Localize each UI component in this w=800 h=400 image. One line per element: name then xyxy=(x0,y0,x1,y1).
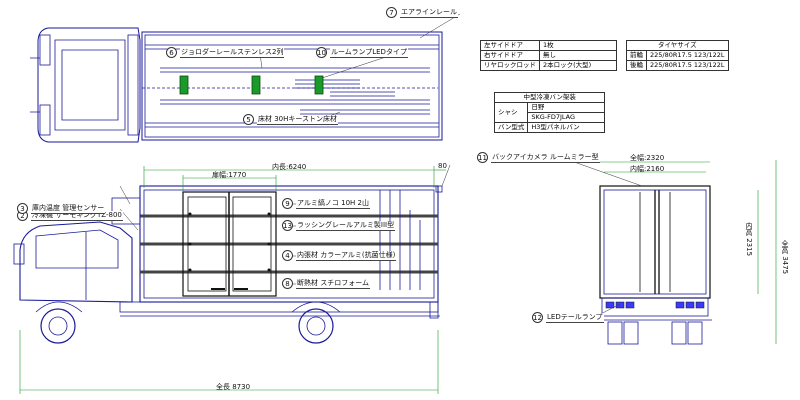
row-label: シャシ xyxy=(493,102,529,123)
callout-number: 10 xyxy=(316,47,327,58)
callout-label: LEDテールランプ xyxy=(546,312,604,323)
table-row: 前輪 225/80R17.5 123/122L xyxy=(626,50,729,61)
table-row: 後輪 225/80R17.5 123/122L xyxy=(626,60,729,71)
row-value: 2本ロック(大型) xyxy=(539,60,617,71)
callout-10: 10 ルームランプLEDタイプ xyxy=(316,47,408,58)
spec-table-doors: 左サイドドア 1枚 右サイドドア 無し リヤロックロッド 2本ロック(大型) xyxy=(480,40,617,71)
row-value: 1枚 xyxy=(539,40,617,51)
callout-9: 9 アルミ縞ノコ 10H 2山 xyxy=(282,198,371,209)
callout-label: バックアイカメラ ルームミラー型 xyxy=(491,152,600,163)
rear-view xyxy=(599,185,712,345)
callout-number: 11 xyxy=(477,152,488,163)
inner-width-dim: 内幅:2160 xyxy=(630,165,665,173)
row-value: SKG-FD7JLAG xyxy=(527,112,606,123)
callout-12: 12 LEDテールランプ xyxy=(532,312,604,323)
table-row: 右サイドドア 無し xyxy=(480,50,617,61)
callout-4: 4 内張材 カラーアルミ(抗菌仕様) xyxy=(282,250,397,261)
door-width-dim: 扉幅:1770 xyxy=(212,171,247,179)
callout-label: ラッシングレールアルミ製III型 xyxy=(296,220,396,231)
callout-number: 9 xyxy=(282,198,293,209)
dimension-lines xyxy=(19,160,777,394)
callout-label: ジョロダーレールステンレス2列 xyxy=(180,47,285,58)
row-value: 225/80R17.5 123/122L xyxy=(646,50,729,61)
row-label: 右サイドドア xyxy=(480,50,540,61)
callout-label: 断熱材 スチロフォーム xyxy=(296,278,371,289)
door-hardware xyxy=(188,212,271,290)
callout-number: 6 xyxy=(166,47,177,58)
spec-table-vehicle: 中型冷凍バン架装 シャシ 日野 SKG-FD7JLAG バン型式 H3型パネルバ… xyxy=(493,92,606,133)
callout-label: 庫内温度 管理センサー xyxy=(31,203,106,214)
row-value: 日野 xyxy=(527,102,606,113)
row-label: 左サイドドア xyxy=(480,40,540,51)
callout-8: 8 断熱材 スチロフォーム xyxy=(282,278,371,289)
callout-label: エアラインレール xyxy=(400,7,458,18)
callout-6: 6 ジョロダーレールステンレス2列 xyxy=(166,47,285,58)
callout-number: 3 xyxy=(17,203,28,214)
row-value: 225/80R17.5 123/122L xyxy=(646,60,729,71)
callout-label: アルミ縞ノコ 10H 2山 xyxy=(296,198,371,209)
table-row: 左サイドドア 1枚 xyxy=(480,40,617,51)
total-length-dim: 全長 8730 xyxy=(216,383,251,391)
side-view xyxy=(13,185,443,344)
callout-7: 7 エアラインレール xyxy=(386,7,458,18)
callout-number: 13 xyxy=(282,220,293,231)
callout-number: 7 xyxy=(386,7,397,18)
callout-number: 8 xyxy=(282,278,293,289)
table-row: リヤロックロッド 2本ロック(大型) xyxy=(480,60,617,71)
spec-table-tires: タイヤサイズ 前輪 225/80R17.5 123/122L 後輪 225/80… xyxy=(626,40,729,71)
row-label: 前輪 xyxy=(626,50,647,61)
row-label: リヤロックロッド xyxy=(480,60,540,71)
table-title: 中型冷凍バン架装 xyxy=(493,92,606,103)
row-value: H3型パネルバン xyxy=(527,122,606,133)
callout-label: 冷凍機 サーモキングTZ-800 xyxy=(31,210,123,221)
callout-11: 11 バックアイカメラ ルームミラー型 xyxy=(477,152,600,163)
row-label: バン型式 xyxy=(493,122,529,133)
callout-number: 4 xyxy=(282,250,293,261)
row-value: 無し xyxy=(539,50,617,61)
callout-label: 床材 30Hキーストン床材 xyxy=(257,114,339,125)
callout-label: ルームランプLEDタイプ xyxy=(330,47,408,58)
callout-number: 12 xyxy=(532,312,543,323)
table-row: バン型式 H3型パネルバン xyxy=(493,122,606,133)
callout-number: 5 xyxy=(243,114,254,125)
inner-height-dim: 内高 2315 xyxy=(745,222,753,257)
table-header-row: タイヤサイズ xyxy=(626,40,729,51)
callout-label: 内張材 カラーアルミ(抗菌仕様) xyxy=(296,250,397,261)
table-row: シャシ 日野 xyxy=(493,102,606,123)
callout-5: 5 床材 30Hキーストン床材 xyxy=(243,114,339,125)
row-label: 後輪 xyxy=(626,60,647,71)
callout-13: 13 ラッシングレールアルミ製III型 xyxy=(282,220,396,231)
rear-lamps xyxy=(605,301,705,309)
callout-3: 3 庫内温度 管理センサー xyxy=(17,203,106,214)
total-height-dim: 全高 3475 xyxy=(781,240,789,275)
outer-width-dim: 全幅:2320 xyxy=(630,154,665,162)
front-gap-dim: 80 xyxy=(438,162,447,170)
top-view xyxy=(30,27,443,143)
table-header-row: 中型冷凍バン架装 xyxy=(493,92,606,103)
inner-length-dim: 内長:6240 xyxy=(272,163,307,171)
table-title: タイヤサイズ xyxy=(626,40,729,51)
leader-lines xyxy=(119,13,643,319)
room-lamps xyxy=(179,75,324,95)
